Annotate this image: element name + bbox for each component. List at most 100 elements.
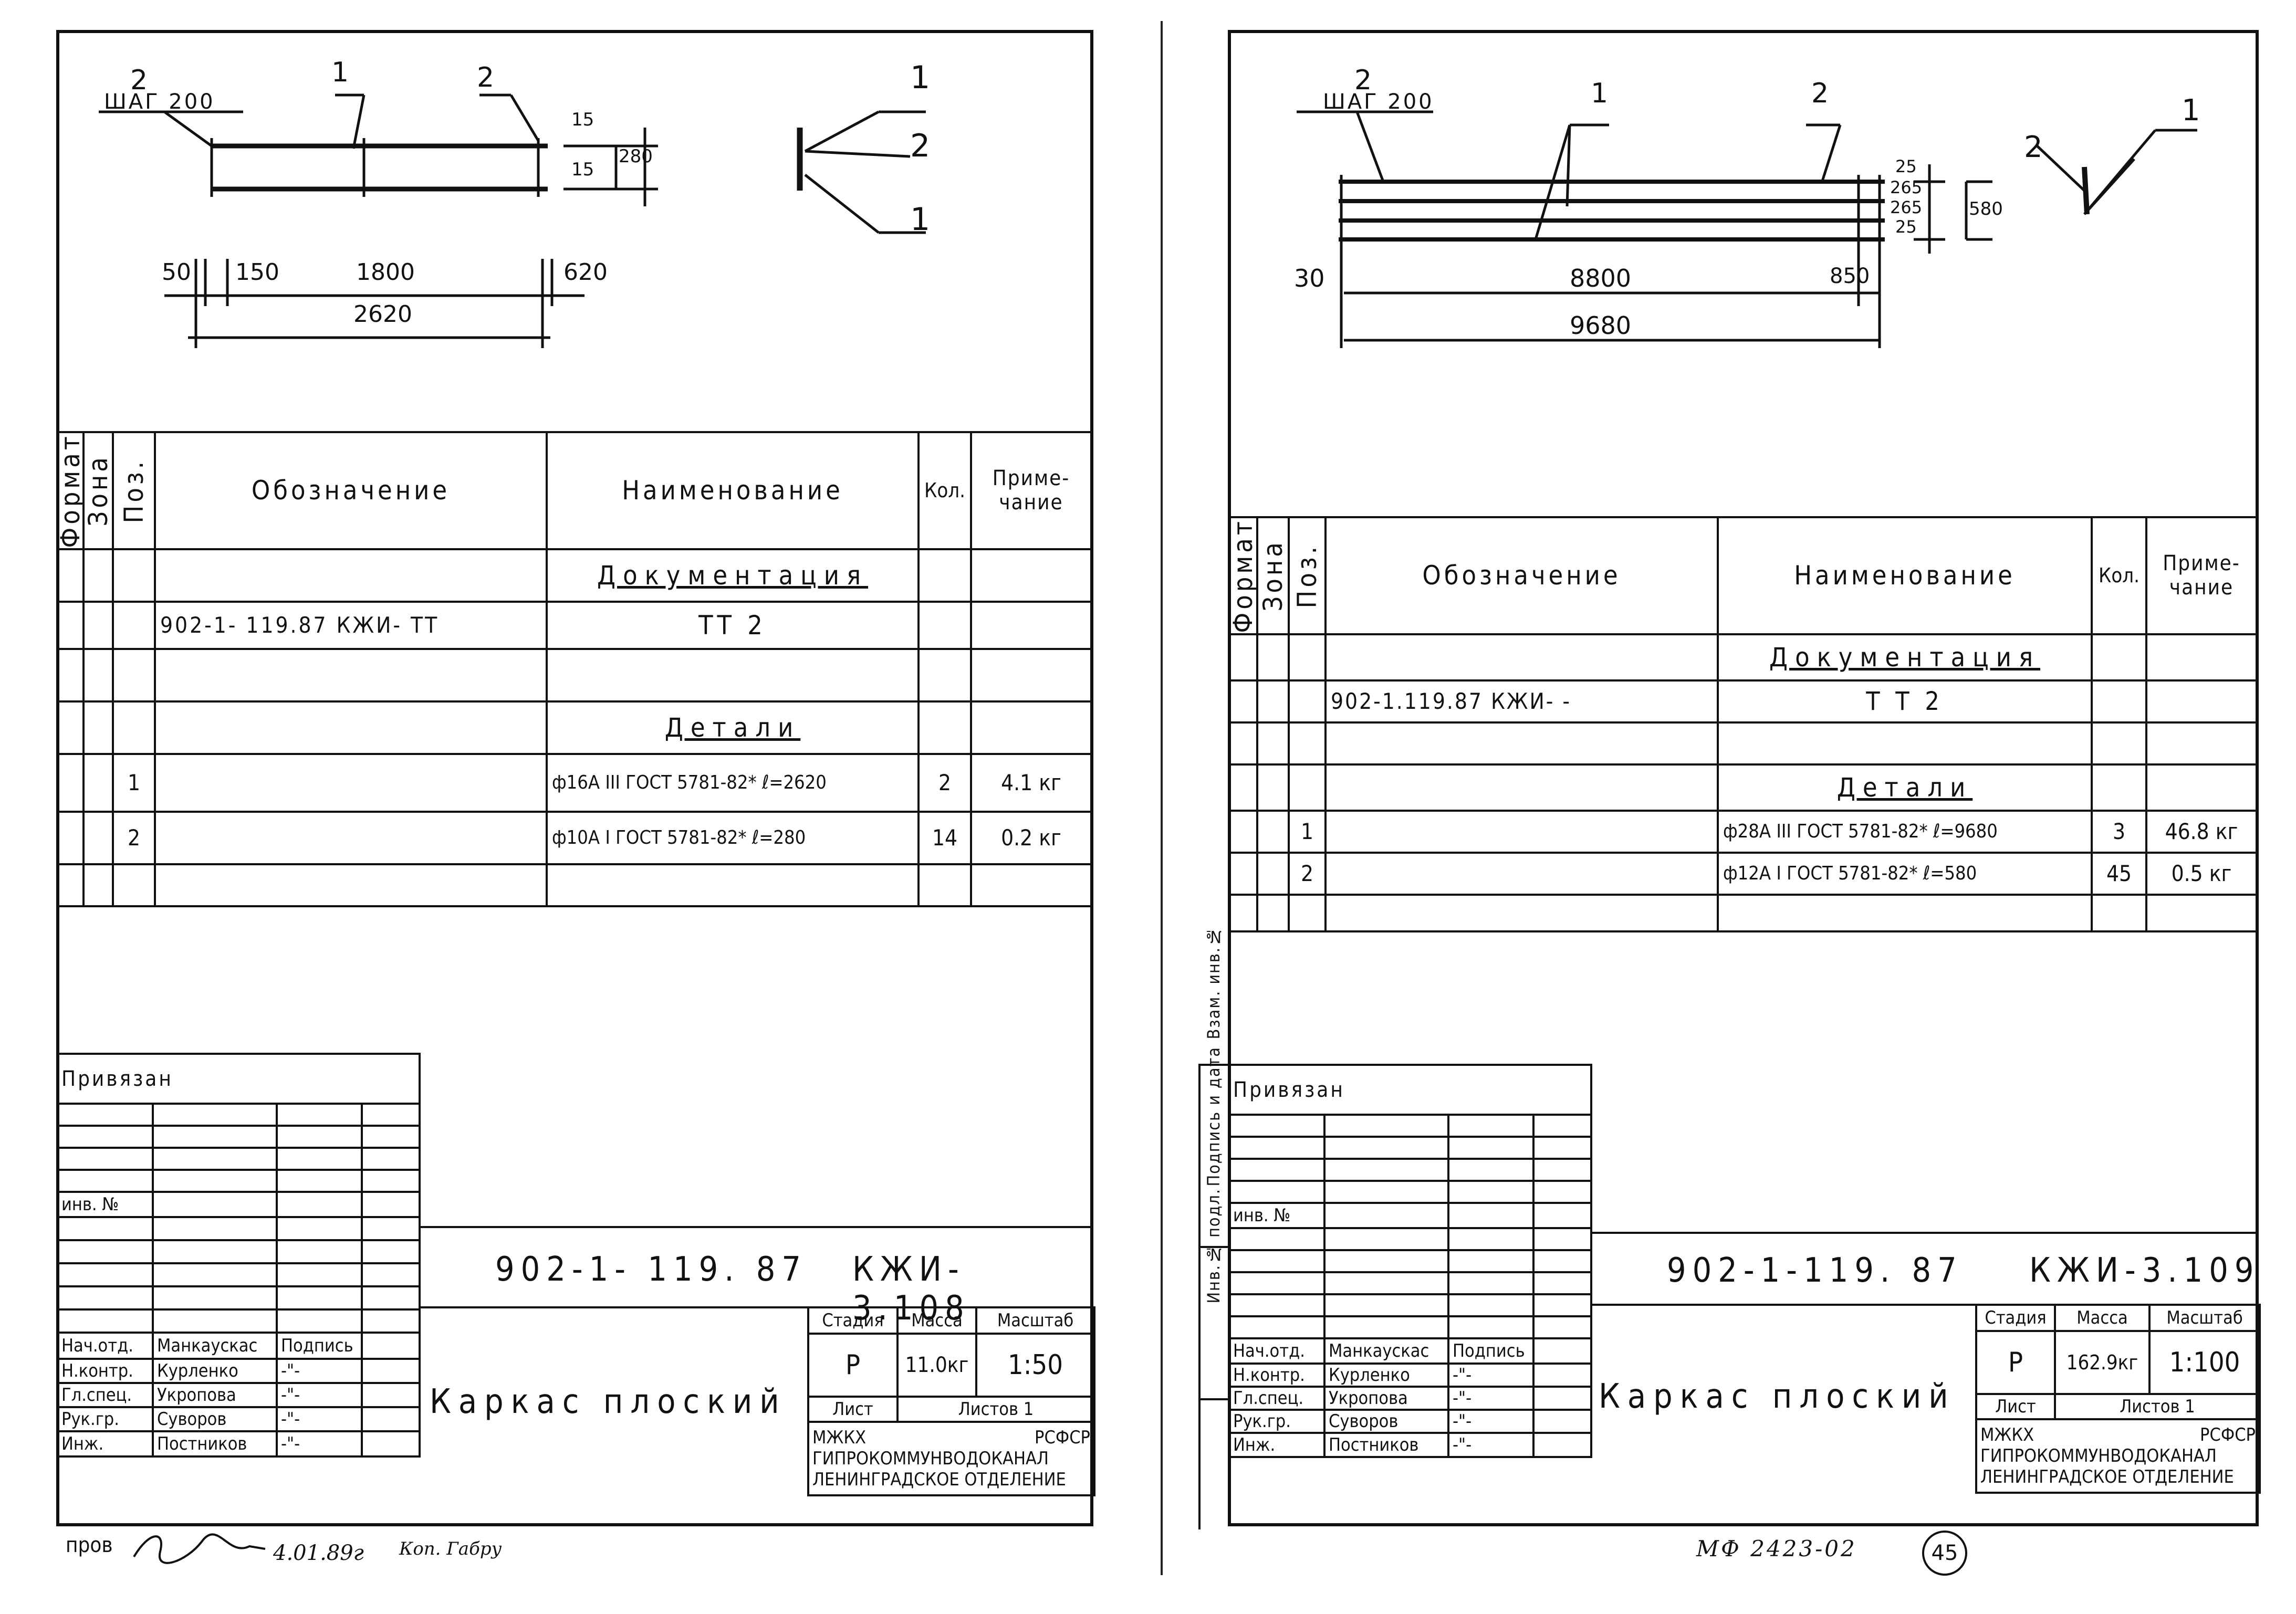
stamp-sign: -"-	[1447, 1386, 1535, 1411]
callout-pos2-label: 2	[1354, 65, 1372, 96]
stamp-role: Рук.гр.	[1228, 1409, 1326, 1434]
footer-prov-label: пров	[66, 1533, 113, 1557]
stamp-rule	[419, 1226, 1093, 1228]
row-note: 0.5 кг	[2145, 851, 2258, 896]
stamp-rule	[1590, 1232, 2259, 1234]
drawing-title: Каркас плоский	[1599, 1377, 1956, 1416]
stamp-role: Нач.отд.	[56, 1332, 154, 1360]
stamp-sign: -"-	[276, 1430, 363, 1458]
row-qty: 2	[917, 752, 972, 813]
stamp-sign: Подпись	[1447, 1337, 1535, 1365]
section-label-1-bottom: 1	[910, 201, 931, 238]
row-name: ф28А III ГОСТ 5781-82* ℓ=9680	[1717, 809, 2093, 854]
stamp-person: Укропова	[1323, 1386, 1449, 1411]
stamp-role: Нач.отд.	[1228, 1337, 1326, 1365]
dim-15b: 15	[571, 159, 594, 180]
footer-copy: Коп. Габру	[399, 1538, 502, 1559]
row-name: ф12А I ГОСТ 5781-82* ℓ=580	[1717, 851, 2093, 896]
col-zone-header: Зона	[84, 432, 113, 549]
stamp-rule	[1590, 1304, 2259, 1306]
col-qty-header: Кол.	[2091, 516, 2147, 635]
dim-280: 280	[619, 146, 653, 167]
section-label-2: 2	[910, 128, 931, 164]
sheet-code: КЖИ-3.109	[2029, 1251, 2260, 1290]
lists-header: Листов 1	[896, 1396, 1095, 1423]
sheet-left: 2 ШАГ 200 1 2 15 15 280 50 150 1800 620 …	[56, 30, 1095, 1526]
org-institute: ГИПРОКОММУНВОДОКАНАЛ	[812, 1448, 1049, 1469]
org-republic: РСФСР	[2200, 1424, 2256, 1445]
col-pos-header: Поз.	[1289, 517, 1326, 634]
stamp-sign: Подпись	[276, 1332, 363, 1360]
stamp-rule	[419, 1306, 1093, 1308]
section-docs: Документация	[1717, 633, 2093, 682]
col-pos-header: Поз.	[113, 432, 155, 549]
col-name-header: Наименование	[546, 431, 920, 550]
table-row: Документация	[1228, 633, 2258, 682]
side-label-replacement-inv: Взам. инв.№	[1204, 926, 1224, 1040]
stage-value: Р	[807, 1333, 899, 1398]
table-row: Документация	[56, 548, 1092, 603]
scale-header: Масштаб	[975, 1306, 1095, 1335]
col-qty-header: Кол.	[917, 431, 972, 550]
stamp-role: Инж.	[56, 1430, 154, 1458]
org-ministry: МЖКХ	[1980, 1424, 2034, 1445]
footer-date: 4.01.89г	[273, 1541, 364, 1565]
spec-table-left: Формат Зона Поз. Обозначение Наименовани…	[56, 431, 1092, 907]
mass-value: 11.0кг	[896, 1333, 977, 1398]
org-branch: ЛЕНИНГРАДСКОЕ ОТДЕЛЕНИЕ	[812, 1469, 1066, 1490]
dim-25b: 25	[1895, 217, 1917, 237]
row-pos: 2	[1288, 851, 1327, 896]
stamp-person: Постников	[152, 1430, 278, 1458]
row-pos: 1	[1288, 809, 1327, 854]
scale-value: 1:50	[975, 1333, 1095, 1398]
page-number: 45	[1931, 1541, 1958, 1565]
section-docs: Документация	[546, 548, 920, 603]
dim-25a: 25	[1895, 156, 1917, 176]
dim-30: 30	[1294, 264, 1325, 292]
doc-designation: 902-1.119.87 КЖИ- -	[1324, 679, 1719, 724]
doc-designation: 902-1- 119.87 КЖИ- ТТ	[154, 600, 548, 650]
section-parts: Детали	[1717, 763, 2093, 812]
row-note: 0.2 кг	[970, 810, 1092, 865]
col-note-header: Приме-чание	[970, 431, 1092, 550]
dim-1800: 1800	[356, 259, 415, 286]
callout-pos2-label: 2	[130, 65, 148, 96]
dim-620: 620	[563, 259, 608, 286]
callout-step-label: ШАГ 200	[104, 90, 215, 114]
drawing-right: 2 ШАГ 200 1 2 25 265 265 25 580 30 8800 …	[1231, 33, 2256, 516]
callout-pos1-label: 1	[1591, 78, 1609, 109]
stamp-person: Курленко	[152, 1358, 278, 1384]
row-pos: 1	[112, 752, 156, 813]
stage-header: Стадия	[1975, 1304, 2056, 1332]
dim-50: 50	[162, 259, 191, 286]
table-row: 902-1.119.87 КЖИ- -Т Т 2	[1228, 679, 2258, 724]
table-row: Детали	[56, 700, 1092, 755]
stage-value: Р	[1975, 1330, 2056, 1395]
dim-15a: 15	[571, 109, 594, 130]
side-rule	[1199, 1246, 1229, 1248]
org-republic: РСФСР	[1035, 1427, 1090, 1448]
privyazan-label: Привязан	[56, 1053, 421, 1105]
mass-header: Масса	[2054, 1304, 2151, 1332]
archive-number: МФ 2423-02	[1696, 1536, 1857, 1561]
scale-value: 1:100	[2148, 1330, 2261, 1395]
stamp-role: Гл.спец.	[56, 1382, 154, 1408]
mass-value: 162.9кг	[2054, 1330, 2151, 1395]
stamp-sign: -"-	[276, 1382, 363, 1408]
side-rule	[1199, 1398, 1229, 1400]
stamp-role: Н.контр.	[1228, 1363, 1326, 1388]
stamp-person: Манкаускас	[152, 1332, 278, 1360]
dim-580: 580	[1969, 198, 2003, 219]
sheet-divider	[1161, 21, 1163, 1575]
stamp-sign: -"-	[276, 1406, 363, 1432]
table-row	[1228, 721, 2258, 766]
dim-265a: 265	[1890, 177, 1923, 197]
stamp-person: Укропова	[152, 1382, 278, 1408]
stamp-person: Курленко	[1323, 1363, 1449, 1388]
stamp-sign: -"-	[1447, 1409, 1535, 1434]
col-designation-header: Обозначение	[1324, 516, 1719, 635]
